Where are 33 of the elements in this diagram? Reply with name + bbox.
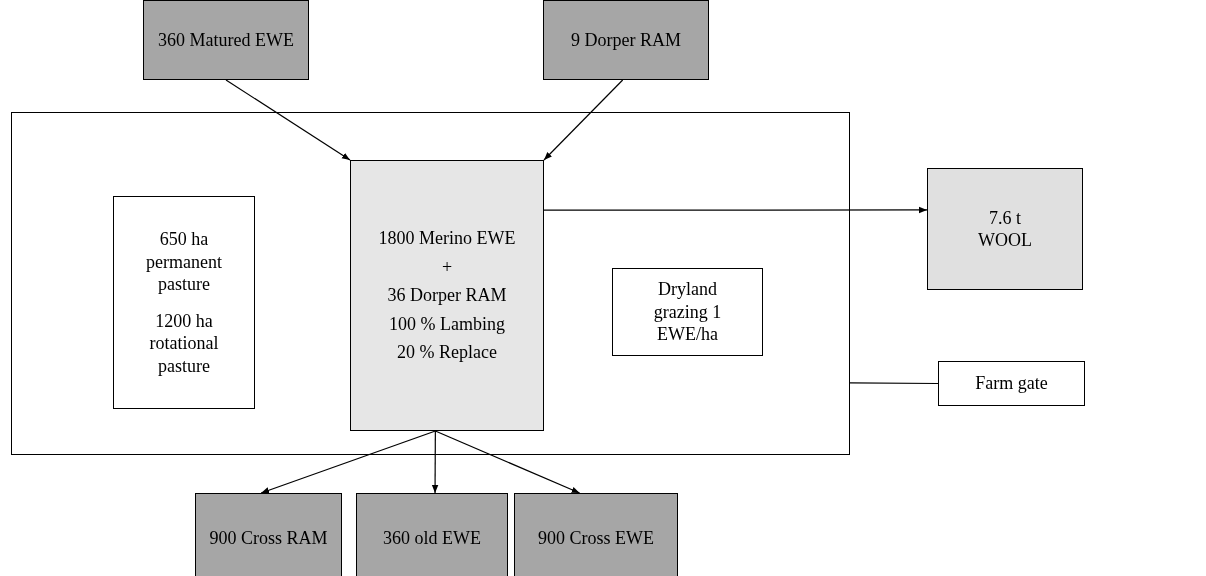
node-label: 900 Cross RAM	[209, 526, 328, 550]
connector-line	[849, 382, 939, 385]
node-label: 9 Dorper RAM	[571, 28, 681, 52]
arrow	[543, 206, 928, 214]
node-label: Dryland grazing 1 EWE/ha	[652, 278, 723, 346]
farm-boundary	[11, 112, 850, 455]
node-label: Farm gate	[975, 372, 1048, 395]
node-label: 360 old EWE	[383, 526, 481, 550]
stock-output-box	[195, 493, 342, 576]
node-label: 360 Matured EWE	[158, 28, 294, 52]
node-label: +	[441, 255, 453, 279]
node-label: 20 % Replace	[397, 341, 497, 364]
grazing-box	[612, 268, 763, 356]
arrow	[225, 79, 351, 161]
node-label: 650 ha permanent pasture	[145, 228, 223, 296]
stock-output-box	[356, 493, 508, 576]
product-box	[927, 168, 1083, 290]
arrow	[431, 430, 439, 494]
node-label: 1200 ha rotational pasture	[148, 309, 220, 377]
arrow	[543, 79, 624, 161]
farm-gate-box	[938, 361, 1085, 406]
node-label: 7.6 t WOOL	[977, 206, 1033, 252]
flock-box	[350, 160, 544, 431]
stock-output-box	[514, 493, 678, 576]
node-label: 100 % Lambing	[389, 312, 505, 336]
stock-input-box	[543, 0, 709, 80]
node-label: 1800 Merino EWE	[378, 227, 516, 250]
node-label: 900 Cross EWE	[538, 526, 654, 550]
pasture-box	[113, 196, 255, 409]
arrow	[434, 430, 581, 494]
stock-input-box	[143, 0, 309, 80]
arrow	[260, 430, 436, 494]
node-label: 36 Dorper RAM	[387, 284, 507, 307]
